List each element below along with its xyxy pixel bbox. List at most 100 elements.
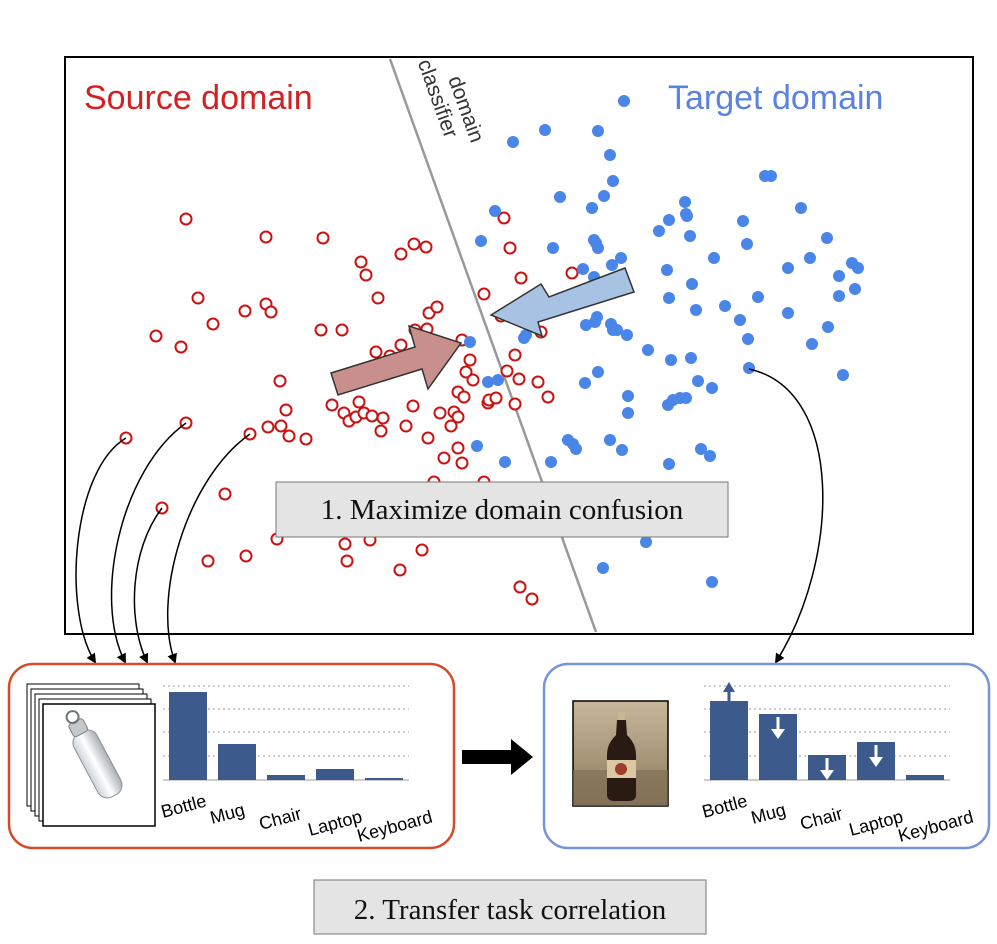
source-sample-point xyxy=(282,429,296,443)
bar-keyboard xyxy=(906,775,944,780)
target-sample-point xyxy=(605,318,617,330)
source-sample-point xyxy=(338,537,352,551)
target-sample-point xyxy=(665,354,677,366)
source-sample-point xyxy=(497,211,511,225)
connector-arrow xyxy=(167,433,251,664)
target-sample-point xyxy=(692,375,704,387)
target-sample-point xyxy=(661,264,673,276)
step1-callout-text: 1. Maximize domain confusion xyxy=(321,494,684,526)
source-sample-point xyxy=(466,373,480,387)
target-sample-point xyxy=(475,235,487,247)
source-sample-point xyxy=(371,291,385,305)
target-sample-point xyxy=(640,536,652,548)
source-sample-point xyxy=(531,375,545,389)
bar-keyboard xyxy=(365,778,403,780)
connector-arrow xyxy=(75,437,127,664)
target-sample-point xyxy=(806,338,818,350)
target-sample-point xyxy=(618,95,630,107)
target-sample-point xyxy=(804,252,816,264)
water-bottle-photo-stack xyxy=(26,683,156,827)
source-sample-point xyxy=(274,419,288,433)
source-sample-point xyxy=(261,420,275,434)
source-sample-point xyxy=(406,399,420,413)
source-sample-point xyxy=(393,563,407,577)
target-sample-point xyxy=(642,344,654,356)
source-sample-point xyxy=(218,487,232,501)
source-sample-point xyxy=(374,424,388,438)
source-sample-point xyxy=(525,592,539,606)
source-sample-point xyxy=(459,365,473,379)
target-sample-point xyxy=(663,292,675,304)
source-sample-point xyxy=(437,451,451,465)
target-sample-point xyxy=(690,304,702,316)
source-sample-point xyxy=(335,323,349,337)
right-arrow-icon xyxy=(462,739,533,775)
bar-bottle xyxy=(169,692,207,780)
source-sample-point xyxy=(455,456,469,470)
source-sample-point xyxy=(419,240,433,254)
target-sample-point xyxy=(852,262,864,274)
target-sample-point xyxy=(604,149,616,161)
source-sample-point xyxy=(314,323,328,337)
source-sample-point xyxy=(421,431,435,445)
target-sample-point xyxy=(719,300,731,312)
target-sample-point xyxy=(653,225,665,237)
source-sample-point xyxy=(239,549,253,563)
source-sample-point xyxy=(325,398,339,412)
target-sample-point xyxy=(606,259,618,271)
connector-arrow xyxy=(110,422,187,664)
target-sample-point xyxy=(592,366,604,378)
target-sample-point xyxy=(464,336,476,348)
source-sample-point xyxy=(513,580,527,594)
target-sample-point xyxy=(686,278,698,290)
source-sample-point xyxy=(149,329,163,343)
target-sample-point xyxy=(622,390,634,402)
target-sample-point xyxy=(704,450,716,462)
bar-mug xyxy=(218,744,256,780)
source-sample-point xyxy=(238,304,252,318)
source-sample-point xyxy=(565,266,579,280)
source-sample-point xyxy=(500,364,514,378)
source-sample-point xyxy=(489,391,503,405)
target-sample-point xyxy=(833,290,845,302)
target-sample-point xyxy=(471,440,483,452)
source-sample-point xyxy=(376,411,390,425)
source-sample-point xyxy=(451,410,465,424)
target-sample-point xyxy=(592,125,604,137)
target-domain-label: Target domain xyxy=(668,79,883,117)
arrow-toward-target xyxy=(330,324,463,396)
source-sample-point xyxy=(259,230,273,244)
source-sample-point xyxy=(206,317,220,331)
source-domain-label: Source domain xyxy=(84,79,313,117)
target-sample-point xyxy=(489,205,501,217)
step1-callout-box xyxy=(275,481,729,538)
source-sample-point xyxy=(514,271,528,285)
target-sample-point xyxy=(604,434,616,446)
source-sample-point xyxy=(201,554,215,568)
target-sample-point xyxy=(849,283,861,295)
arrow-down-icon xyxy=(820,770,834,780)
target-sample-point xyxy=(507,136,519,148)
target-sample-point xyxy=(734,314,746,326)
source-sample-point xyxy=(541,390,555,404)
source-sample-point xyxy=(444,419,458,433)
source-sample-point xyxy=(264,305,278,319)
target-sample-point xyxy=(684,230,696,242)
feature-space-frame xyxy=(64,56,974,635)
step2-callout-box xyxy=(313,879,707,935)
source-sample-point xyxy=(508,348,522,362)
target-sample-point xyxy=(782,307,794,319)
source-sample-point xyxy=(512,372,526,386)
target-sample-point xyxy=(492,374,504,386)
target-sample-point xyxy=(616,444,628,456)
target-sample-point xyxy=(821,232,833,244)
bar-bottle xyxy=(710,701,748,780)
target-sample-point xyxy=(615,252,627,264)
target-sample-point xyxy=(708,252,720,264)
source-sample-point xyxy=(340,554,354,568)
target-sample-point xyxy=(663,458,675,470)
arrow-down-icon xyxy=(771,729,785,739)
target-sample-point xyxy=(597,562,609,574)
source-sample-point xyxy=(316,231,330,245)
